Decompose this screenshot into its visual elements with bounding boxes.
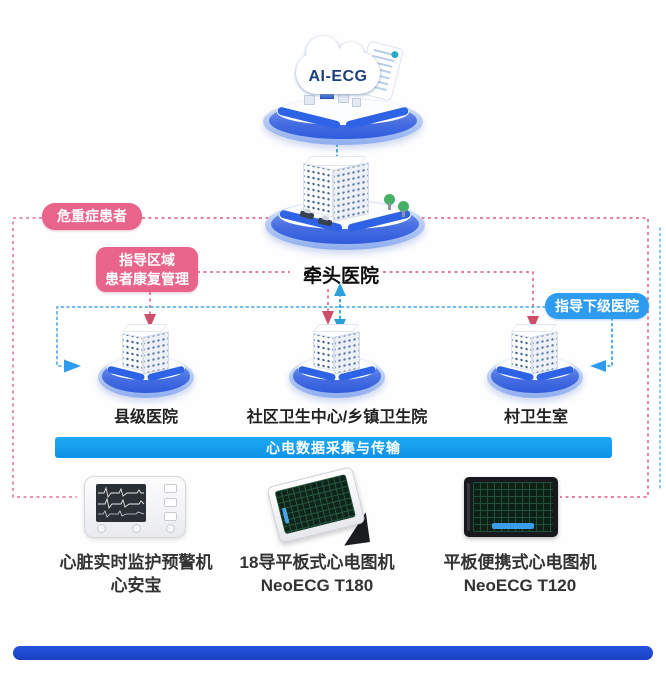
rehab-guidance-line2: 患者康复管理 (105, 270, 189, 287)
critical-patients-text: 危重症患者 (57, 208, 127, 224)
device1-name: 心脏实时监护预警机 (59, 553, 213, 572)
t180-device-icon (266, 466, 370, 546)
cube-icon (338, 93, 349, 103)
ai-ecg-label: AI-ECG (308, 68, 368, 85)
cube-icon (352, 98, 361, 107)
rehab-guidance-line1: 指导区域 (119, 251, 175, 268)
tree-icon (384, 194, 395, 210)
blue-left-guide-line (56, 306, 546, 367)
red-arrow-community (322, 311, 334, 325)
blue-arrow-up-lead (334, 283, 346, 296)
lead-hospital-label: 牵头医院 (302, 266, 380, 287)
blue-arrow-village (590, 360, 606, 372)
device3-name: 平板便携式心电图机 (443, 553, 597, 572)
community-center-label: 社区卫生中心/乡镇卫生院 (246, 409, 428, 426)
bottom-accent-bar (13, 646, 653, 660)
device1-label: 心脏实时监护预警机 心安宝 (60, 551, 213, 597)
t180-screen (274, 473, 357, 535)
device2-model: NeoECG T180 (260, 576, 374, 595)
red-arrow-county (144, 314, 156, 328)
critical-patients-pill: 危重症患者 (42, 203, 142, 230)
guide-lower-hospitals-pill: 指导下级医院 (545, 293, 649, 319)
ecg-data-banner: 心电数据采集与传输 (55, 437, 612, 458)
red-arrow-village (527, 316, 539, 330)
blue-village-guide-line (607, 317, 613, 367)
county-hospital-label: 县级医院 (113, 409, 179, 426)
cube-icon (304, 95, 315, 105)
device3-label: 平板便携式心电图机 NeoECG T120 (444, 551, 597, 597)
community-center-building-icon (311, 324, 367, 375)
monitor-screen (96, 484, 146, 522)
device2-label: 18导平板式心电图机 NeoECG T180 (240, 551, 395, 597)
t120-edge (467, 483, 470, 531)
red-rehab-line (197, 271, 534, 316)
monitor-side-buttons (164, 484, 177, 521)
ai-ecg-cloud-icon: AI-ECG (296, 36, 380, 94)
ecg-data-banner-text: 心电数据采集与传输 (266, 439, 401, 456)
cloud-platform (263, 98, 423, 145)
rehab-guidance-pill: 指导区域 患者康复管理 (96, 247, 198, 292)
red-right-loop-line (142, 217, 649, 498)
heart-monitor-device-icon (84, 476, 186, 538)
t120-screen (473, 482, 553, 532)
device2-name: 18导平板式心电图机 (239, 553, 395, 572)
village-clinic-building-icon (509, 324, 565, 375)
village-clinic-label: 村卫生室 (503, 409, 569, 426)
t120-device-icon (464, 477, 558, 537)
blue-arrow-county (64, 359, 81, 373)
lead-hospital-building-icon (301, 156, 379, 222)
red-left-loop-line (12, 217, 77, 498)
county-hospital-building-icon (120, 324, 176, 375)
device3-model: NeoECG T120 (463, 576, 577, 595)
tree-icon (398, 201, 409, 217)
device1-model: 心安宝 (110, 576, 162, 595)
monitor-front-buttons (97, 524, 175, 533)
guide-lower-hospitals-text: 指导下级医院 (555, 297, 639, 314)
